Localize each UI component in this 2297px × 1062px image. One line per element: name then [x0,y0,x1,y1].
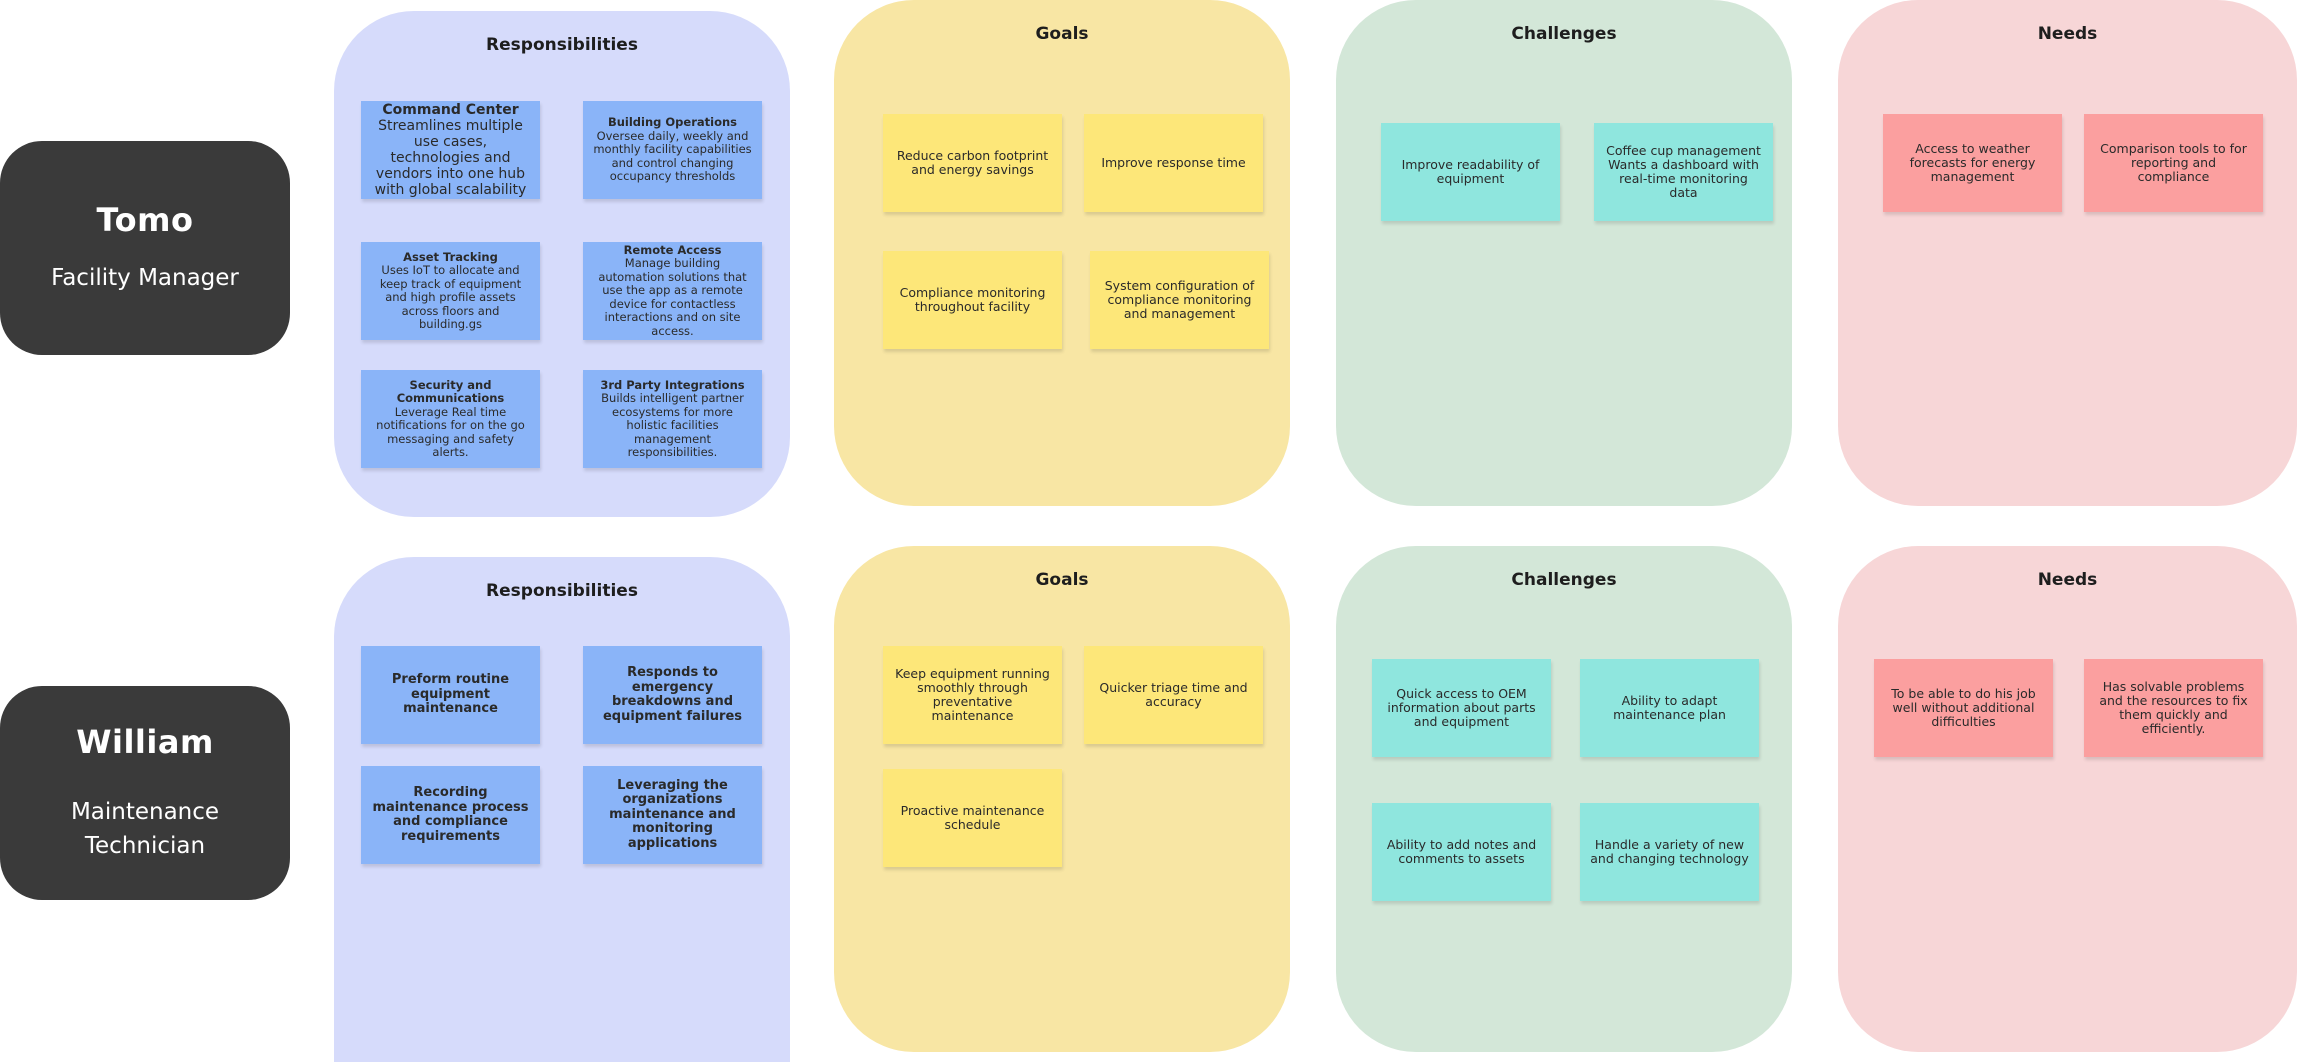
sticky-note[interactable]: Command Center Streamlines multiple use … [361,101,540,199]
section-title: Challenges [1511,570,1617,590]
note-text: Proactive maintenance schedule [900,803,1045,832]
sticky-note[interactable]: Comparison tools to for reporting and co… [2084,114,2263,212]
persona-role: Facility Manager [51,265,239,291]
note-text: Compliance monitoring throughout facilit… [899,285,1046,314]
note-title: Remote Access [623,242,722,257]
note-text: Access to weather forecasts for energy m… [1909,141,2036,184]
sticky-note[interactable]: Quick access to OEM information about pa… [1372,659,1551,757]
sticky-note[interactable]: 3rd Party Integrations Builds intelligen… [583,370,762,468]
section-title: Responsibilities [486,581,638,601]
sticky-note[interactable]: Preform routine equipment maintenance [361,646,540,744]
challenges-section-william: Challenges Quick access to OEM informati… [1336,546,1792,1052]
sticky-note[interactable]: Building Operations Oversee daily, weekl… [583,101,762,199]
sticky-note[interactable]: Compliance monitoring throughout facilit… [883,251,1062,349]
sticky-note[interactable]: Ability to adapt maintenance plan [1580,659,1759,757]
persona-role: Maintenance Technician [70,799,220,859]
note-text: Ability to add notes and comments to ass… [1386,837,1537,866]
note-title: Security and Communications [396,377,505,405]
sticky-note[interactable]: Quicker triage time and accuracy [1084,646,1263,744]
note-text: Leveraging the organizations maintenance… [609,777,736,851]
sticky-note[interactable]: Asset Tracking Uses IoT to allocate and … [361,242,540,340]
section-title: Goals [1035,24,1089,44]
needs-section-tomo: Needs Access to weather forecasts for en… [1838,0,2297,506]
note-text: Keep equipment running smoothly through … [895,666,1050,723]
sticky-note[interactable]: Improve response time [1084,114,1263,212]
section-title: Responsibilities [486,35,638,55]
sticky-note[interactable]: Recording maintenance process and compli… [361,766,540,864]
section-title: Needs [2037,24,2098,44]
sticky-note[interactable]: Ability to add notes and comments to ass… [1372,803,1551,901]
note-text: To be able to do his job well without ad… [1891,686,2036,729]
note-text: Responds to emergency breakdowns and equ… [602,665,743,724]
goals-section-tomo: Goals Reduce carbon footprint and energy… [834,0,1290,506]
note-body: Builds intelligent partner ecosystems fo… [601,391,744,459]
note-text: System configuration of compliance monit… [1104,278,1255,321]
note-title: Command Center [382,102,519,118]
responsibilities-section-william: Responsibilities Preform routine equipme… [334,557,790,1062]
note-text: Quicker triage time and accuracy [1099,680,1248,709]
note-text: Recording maintenance process and compli… [372,785,529,844]
challenges-section-tomo: Challenges Improve readability of equipm… [1336,0,1792,506]
note-body: Uses IoT to allocate and keep track of e… [379,263,522,331]
note-body: Leverage Real time notifications for on … [376,404,525,459]
note-text: Ability to adapt maintenance plan [1613,693,1726,722]
needs-section-william: Needs To be able to do his job well with… [1838,546,2297,1052]
note-text: Improve response time [1101,155,1246,170]
persona-name: Tomo [96,201,194,239]
sticky-note[interactable]: Access to weather forecasts for energy m… [1883,114,2062,212]
responsibilities-section-tomo: Responsibilities Command Center Streamli… [334,11,790,517]
sticky-note[interactable]: System configuration of compliance monit… [1090,251,1269,349]
section-title: Needs [2037,570,2098,590]
note-text: Comparison tools to for reporting and co… [2100,141,2247,184]
sticky-note[interactable]: Handle a variety of new and changing tec… [1580,803,1759,901]
note-text: Has solvable problems and the resources … [2099,679,2248,736]
sticky-note[interactable]: Remote Access Manage building automation… [583,242,762,340]
note-body: Manage building automation solutions tha… [598,256,747,338]
sticky-note[interactable]: Proactive maintenance schedule [883,769,1062,867]
note-text: Preform routine equipment maintenance [391,672,510,717]
note-text: Improve readability of equipment [1401,157,1540,186]
sticky-note[interactable]: Keep equipment running smoothly through … [883,646,1062,744]
sticky-note[interactable]: Leveraging the organizations maintenance… [583,766,762,864]
sticky-note[interactable]: Has solvable problems and the resources … [2084,659,2263,757]
sticky-note[interactable]: To be able to do his job well without ad… [1874,659,2053,757]
note-text: Coffee cup management Wants a dashboard … [1606,143,1761,200]
persona-name: William [76,723,214,761]
note-text: Handle a variety of new and changing tec… [1590,837,1749,866]
persona-card-tomo: Tomo Facility Manager [0,141,290,355]
note-title: Building Operations [607,115,738,130]
sticky-note[interactable]: Reduce carbon footprint and energy savin… [883,114,1062,212]
note-title: 3rd Party Integrations [600,377,745,392]
sticky-note[interactable]: Responds to emergency breakdowns and equ… [583,646,762,744]
note-text: Quick access to OEM information about pa… [1387,686,1536,729]
section-title: Challenges [1511,24,1617,44]
note-body: Oversee daily, weekly and monthly facili… [593,128,752,184]
persona-card-william: William Maintenance Technician [0,686,290,900]
note-title: Asset Tracking [403,249,498,264]
note-body: Streamlines multiple use cases, technolo… [374,118,527,198]
sticky-note[interactable]: Coffee cup management Wants a dashboard … [1594,123,1773,221]
note-text: Reduce carbon footprint and energy savin… [896,148,1049,177]
sticky-note[interactable]: Security and Communications Leverage Rea… [361,370,540,468]
section-title: Goals [1035,570,1089,590]
sticky-note[interactable]: Improve readability of equipment [1381,123,1560,221]
goals-section-william: Goals Keep equipment running smoothly th… [834,546,1290,1052]
